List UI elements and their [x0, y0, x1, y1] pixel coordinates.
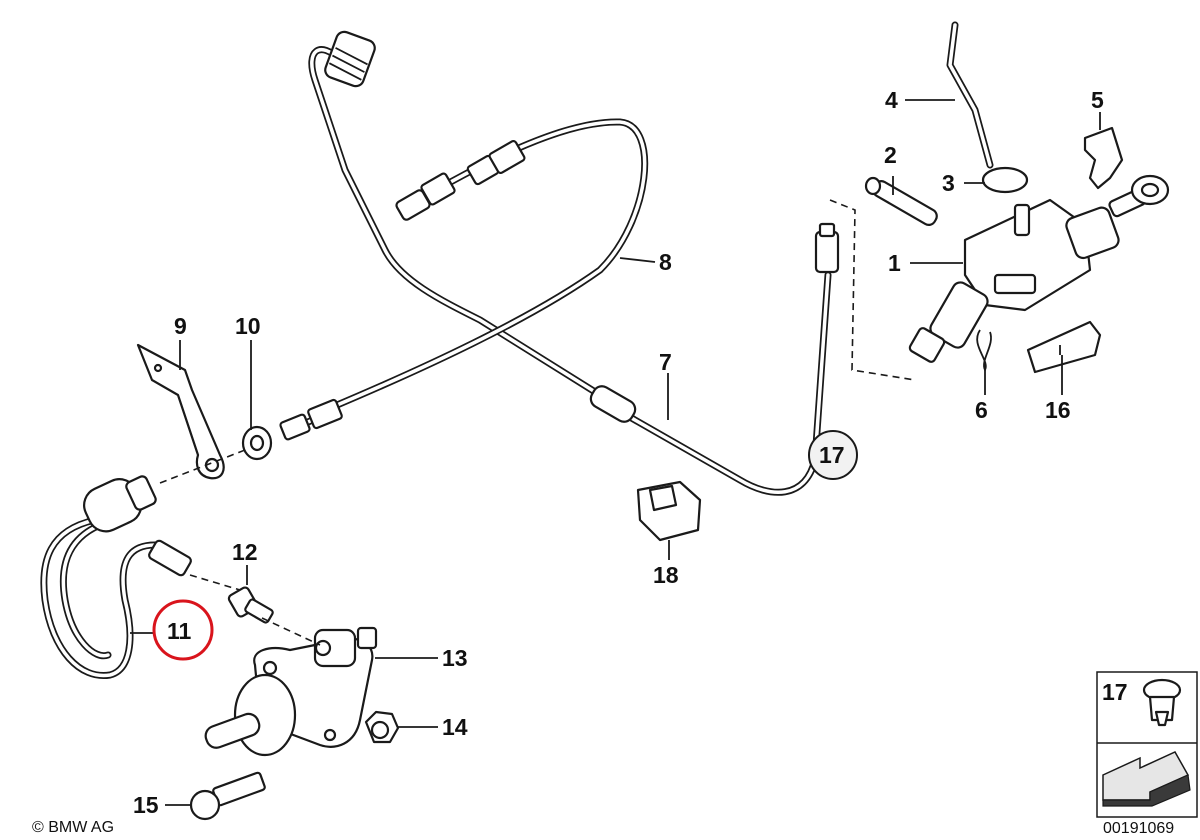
bracket-16[interactable]	[1026, 320, 1102, 374]
callout-2: 2	[884, 142, 897, 168]
clip-18[interactable]	[636, 480, 702, 542]
inset-label-17: 17	[1102, 679, 1128, 705]
callout-9: 9	[174, 313, 187, 339]
callout-13: 13	[442, 645, 468, 671]
nut-14[interactable]	[364, 710, 400, 744]
washer-10[interactable]	[241, 425, 273, 461]
callout-10: 10	[235, 313, 261, 339]
pipe-8[interactable]	[308, 30, 649, 412]
highlight-circle	[152, 599, 214, 661]
callout-14: 14	[442, 714, 468, 740]
callout-12: 12	[232, 539, 258, 565]
bleeder-12[interactable]	[227, 586, 274, 624]
hose-4[interactable]	[946, 21, 994, 169]
callout-7: 7	[659, 349, 672, 375]
bracket-9[interactable]	[136, 343, 225, 480]
slave-cylinder-13[interactable]	[203, 626, 378, 757]
callout-1: 1	[888, 250, 901, 276]
pin-2[interactable]	[864, 176, 939, 227]
cap-3[interactable]	[981, 166, 1029, 194]
pipe-lower[interactable]	[279, 398, 343, 441]
callout-16: 16	[1045, 397, 1071, 423]
arrow-icon	[1102, 751, 1191, 807]
callout-3: 3	[942, 170, 955, 196]
copyright-text: © BMW AG	[32, 819, 114, 836]
inset-box: 17	[1096, 671, 1198, 818]
bolt-15[interactable]	[189, 771, 266, 821]
callout-11[interactable]: 11	[167, 618, 192, 644]
callout-17-badge[interactable]: 17	[808, 430, 858, 480]
master-cylinder-1[interactable]	[908, 174, 1170, 363]
image-number: 00191069	[1103, 820, 1174, 837]
grommet-17-icon	[1142, 678, 1182, 727]
clamp-5[interactable]	[1083, 126, 1124, 190]
callout-17: 17	[819, 442, 845, 468]
callout-8: 8	[659, 249, 672, 275]
callout-5: 5	[1091, 87, 1104, 113]
callout-4: 4	[885, 87, 898, 113]
pipe-7[interactable]	[588, 222, 840, 496]
callout-6: 6	[975, 397, 988, 423]
hose-11[interactable]	[40, 473, 192, 680]
callout-15: 15	[133, 792, 159, 818]
clip-6[interactable]	[976, 329, 992, 373]
callout-18: 18	[653, 562, 679, 588]
